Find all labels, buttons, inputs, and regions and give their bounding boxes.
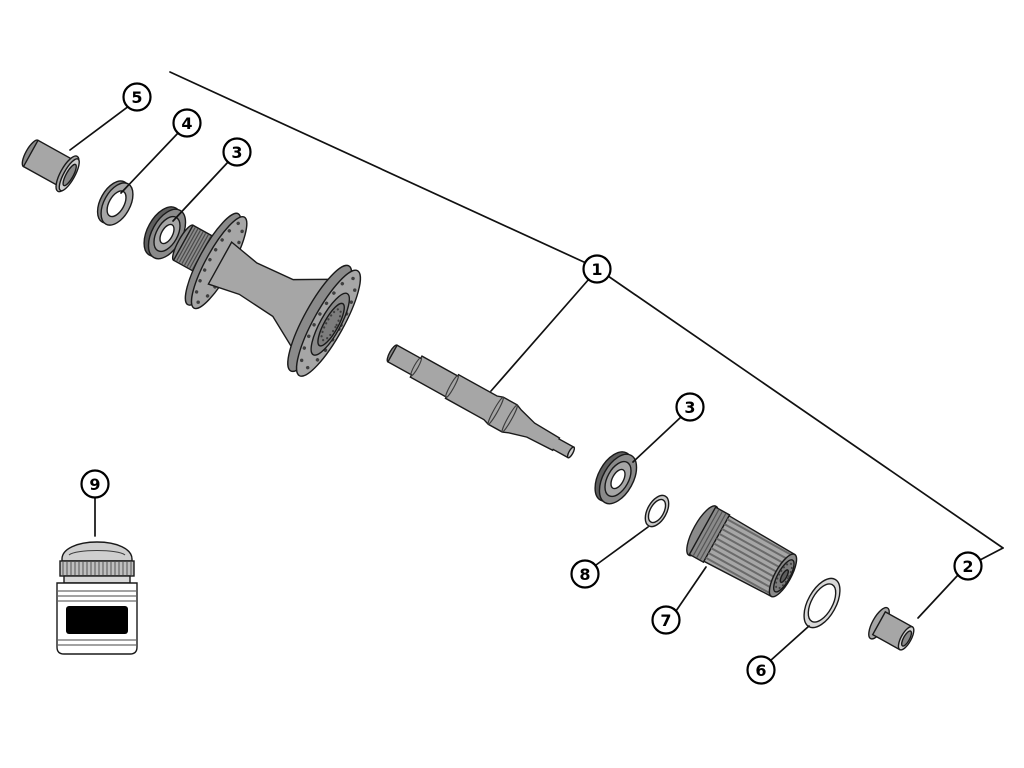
axle-shaft: [386, 344, 575, 459]
grease-jar-neck: [63, 575, 131, 584]
axle-step-2: [445, 374, 459, 399]
callout-4-circle: [172, 108, 202, 138]
callout-3-left-number: 3: [231, 143, 242, 162]
callout-6-circle: [746, 655, 776, 685]
hub-splined-bore: [317, 302, 345, 347]
freehub-body: [686, 505, 798, 598]
end-cap-left-bore: [62, 163, 77, 187]
callout-4-number: 4: [181, 114, 192, 133]
callout-8-number: 8: [579, 565, 590, 584]
axle: [386, 344, 576, 459]
bearing-right: [594, 451, 638, 505]
grease-jar-label-stripes-bottom: [58, 639, 136, 646]
callout-7-number: 7: [660, 611, 671, 630]
axle-step-1: [410, 356, 423, 377]
freehub-front-spline-dots: [774, 562, 793, 590]
freehub-center-hole: [779, 569, 789, 584]
callout-7-circle: [651, 605, 681, 635]
grease-jar-lid-seam: [68, 549, 126, 556]
bearing-left-hole: [159, 223, 175, 245]
grease-jar-lid-dome: [61, 541, 133, 562]
callout-9: 9: [80, 469, 110, 499]
callout-1: 1: [582, 254, 612, 284]
callout-1-circle: [582, 254, 612, 284]
leader-line-1: [490, 278, 590, 392]
callout-2-number: 2: [962, 557, 973, 576]
callout-8: 8: [570, 559, 600, 589]
callout-3-right-circle: [675, 392, 705, 422]
freehub-base-grooves: [692, 509, 727, 561]
axle-collar-back: [501, 404, 518, 433]
leader-line-8: [595, 526, 649, 566]
callout-9-number: 9: [89, 475, 100, 494]
callout-3-right: 3: [675, 392, 705, 422]
seal-ring-small-hole: [647, 498, 667, 524]
freehub-splines: [705, 518, 795, 596]
grease-jar-label-stripes-top: [58, 590, 136, 602]
bearing-left: [143, 206, 187, 260]
seal-ring-large: [803, 577, 841, 629]
spacer-washer: [96, 180, 134, 226]
assembly-axis-line-lower: [607, 275, 1004, 549]
axle-right-end-face: [566, 446, 576, 459]
callout-3-right-number: 3: [684, 398, 695, 417]
hub-shell: [171, 212, 362, 377]
callout-3-left-circle: [222, 137, 252, 167]
end-cap-left: [21, 139, 80, 193]
callout-2: 2: [953, 551, 983, 581]
callout-1-number: 1: [591, 260, 602, 279]
leader-line-7: [675, 566, 707, 612]
bearing-right-hole: [610, 468, 626, 490]
callout-9-circle: [80, 469, 110, 499]
grease-jar-label: [66, 606, 128, 634]
callout-7: 7: [651, 605, 681, 635]
hub-bore-splines: [320, 308, 342, 342]
callout-4: 4: [172, 108, 202, 138]
end-cap-right-bore: [900, 630, 913, 647]
assembly-axis-line-upper: [169, 71, 587, 264]
assembly-axis-line-end: [979, 547, 1004, 561]
callout-5-number: 5: [131, 88, 142, 107]
seal-ring-small: [644, 494, 670, 528]
leader-line-4: [120, 131, 180, 194]
callout-3-left: 3: [222, 137, 252, 167]
callout-8-circle: [570, 559, 600, 589]
leader-line-6: [769, 625, 810, 662]
hub-right-flange-spoke-holes: [299, 276, 358, 370]
grease-jar: [56, 541, 138, 655]
callout-5: 5: [122, 82, 152, 112]
leader-line-3-right: [632, 416, 682, 463]
leader-line-3-left: [172, 160, 230, 222]
callout-2-circle: [953, 551, 983, 581]
grease-jar-knurl-lines: [62, 562, 132, 575]
end-cap-right: [868, 606, 915, 651]
callout-6: 6: [746, 655, 776, 685]
callout-5-circle: [122, 82, 152, 112]
axle-collar-front: [487, 396, 504, 425]
callout-6-number: 6: [755, 661, 766, 680]
leader-line-2: [917, 574, 959, 619]
leader-line-5: [69, 105, 130, 151]
